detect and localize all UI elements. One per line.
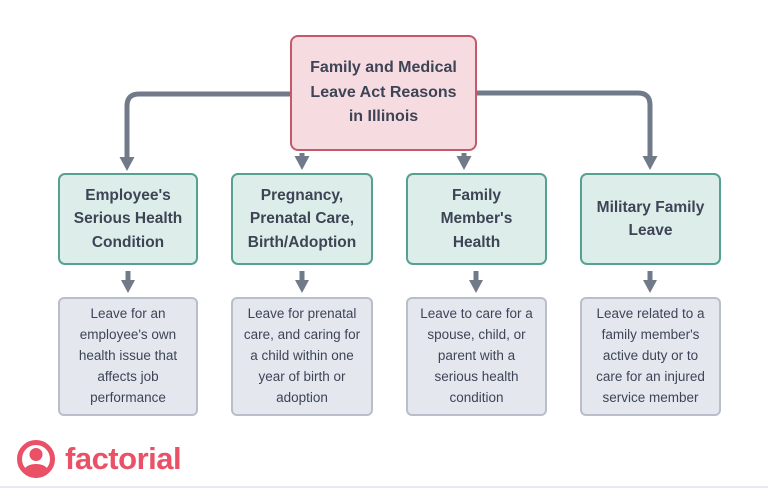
arrowhead-icon [642,156,658,170]
description-text: Leave for prenatal care, and caring for … [243,306,361,405]
branch-node-military-leave: Military Family Leave [580,173,721,265]
description-text: Leave related to a family member's activ… [596,306,705,405]
arrowhead-icon [469,280,483,293]
branch-title: Pregnancy, Prenatal Care, Birth/Adoption [247,187,357,251]
root-node-title: Family and Medical Leave Act Reasons in … [310,58,457,126]
branch-node-family-member-health: Family Member's Health [406,173,547,265]
factorial-logo: factorial [16,439,182,479]
arrowhead-icon [121,280,135,293]
branch-node-employee-health: Employee's Serious Health Condition [58,173,198,265]
branch-title: Employee's Serious Health Condition [73,187,183,251]
connector-left [124,91,290,158]
branch-node-pregnancy: Pregnancy, Prenatal Care, Birth/Adoption [231,173,373,265]
arrowhead-icon [643,280,657,293]
arrowhead-icon [294,156,310,170]
logo-wordmark: factorial [65,441,182,476]
root-node: Family and Medical Leave Act Reasons in … [290,35,477,151]
connector-right [477,90,653,157]
description-text: Leave for an employee's own health issue… [78,306,178,405]
description-node-family-member-health: Leave to care for a spouse, child, or pa… [406,297,547,416]
description-node-employee-health: Leave for an employee's own health issue… [58,297,198,416]
branch-title: Military Family Leave [596,198,705,239]
arrowhead-icon [456,156,472,170]
arrowhead-icon [119,157,135,171]
arrowhead-icon [295,280,309,293]
person-in-circle-icon [17,440,55,478]
description-node-military-leave: Leave related to a family member's activ… [580,297,721,416]
description-node-pregnancy: Leave for prenatal care, and caring for … [231,297,373,416]
branch-title: Family Member's Health [440,187,513,251]
bottom-divider [0,486,768,488]
description-text: Leave to care for a spouse, child, or pa… [420,306,533,405]
